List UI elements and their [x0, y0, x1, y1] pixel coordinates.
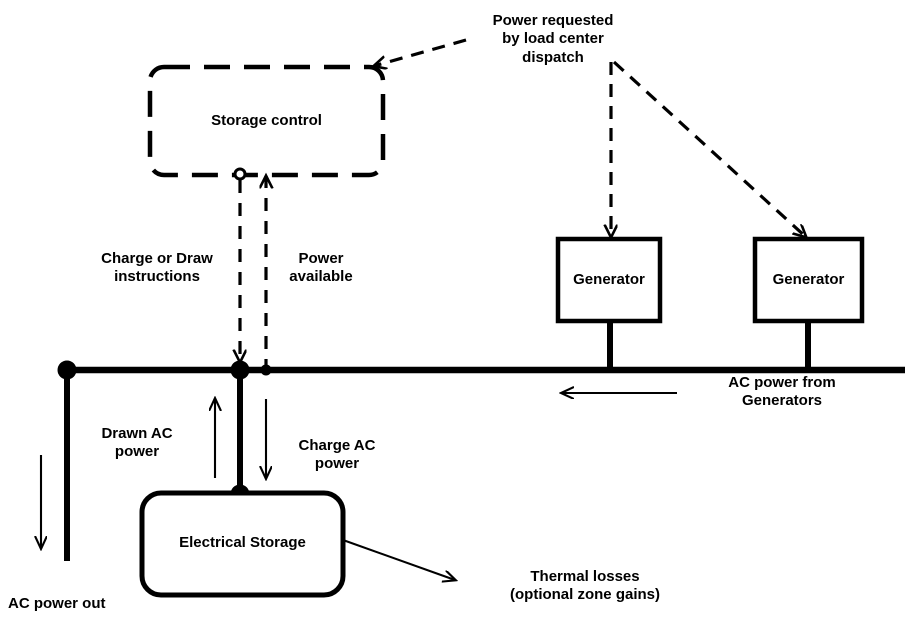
dispatch-to-generator-2-arrow	[612, 60, 806, 237]
electrical-storage-label: Electrical Storage	[179, 534, 306, 551]
generator-2-box	[752, 236, 865, 324]
ac-power-from-generators-label: AC power from Generators	[728, 374, 836, 410]
storage-control-box	[147, 64, 386, 178]
charge-or-draw-instructions-label: Charge or Draw instructions	[101, 250, 213, 286]
charge-ac-power-label: Charge AC power	[298, 437, 376, 473]
thermal-losses-label: Thermal losses (optional zone gains)	[510, 568, 660, 604]
thermal-losses-arrow	[342, 539, 455, 580]
power-requested-to-storage-control-arrow	[374, 38, 467, 66]
storage-control-label: Storage control	[211, 112, 322, 129]
charge-draw-origin-node	[233, 167, 247, 181]
bus-node-power-available	[260, 364, 272, 376]
ac-power-out-label: AC power out	[8, 595, 106, 612]
electrical-storage-box	[139, 490, 346, 598]
power-requested-label: Power requested by load center dispatch	[492, 12, 614, 66]
power-available-label: Power available	[289, 250, 353, 286]
generator-2-label: Generator	[772, 271, 845, 288]
drawn-ac-power-label: Drawn AC power	[101, 425, 173, 461]
generator-1-box	[555, 236, 663, 324]
generator-1-label: Generator	[573, 271, 645, 288]
